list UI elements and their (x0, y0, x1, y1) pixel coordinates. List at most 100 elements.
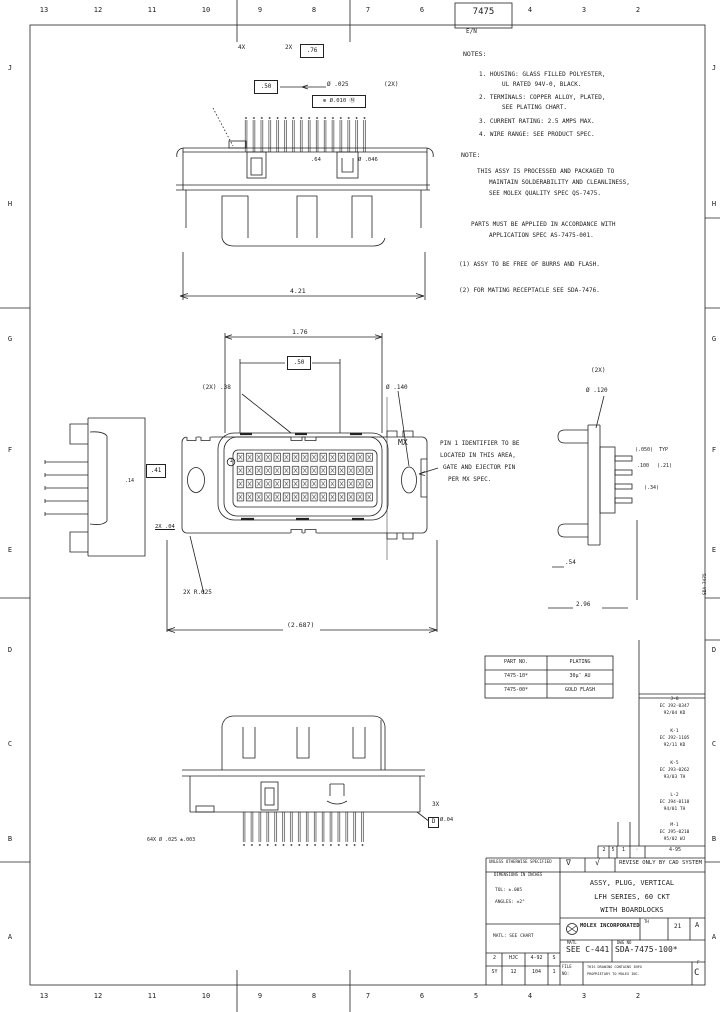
rev-footer-cell: 2 (602, 847, 606, 853)
fine-print-line: PROPRIETARY TO MOLEX INC. (587, 972, 640, 976)
datum-flag: D (428, 817, 439, 828)
zone-number: 6 (419, 6, 425, 14)
zone-number: 12 (93, 992, 103, 1000)
revision-entry: M-1 EC J95-0210 95/02 WJ (646, 822, 703, 844)
tables-linework (484, 640, 705, 985)
zone-letter: H (7, 200, 13, 208)
zone-number: 11 (147, 6, 157, 14)
notes-heading: NOTES: (463, 50, 487, 58)
datum-symbol: ∇ (566, 858, 571, 867)
tb-cell: 2 (492, 955, 496, 961)
note-line: (1) ASSY TO BE FREE OF BURRS AND FLASH. (459, 261, 600, 268)
zone-number: 3 (581, 6, 587, 14)
dim-label: 64X Ø .025 ±.003 (147, 837, 196, 843)
dim-box: .76 (300, 44, 324, 58)
dim-label: 3X (432, 801, 440, 808)
tb-label: MATL (567, 940, 577, 945)
callout-line: PER MX SPEC. (448, 476, 492, 483)
tb-field: DIMENSIONS IN INCHES (494, 872, 543, 877)
note-line: SEE MOLEX QUALITY SPEC QS-7475. (489, 190, 601, 197)
tb-cell: SY (491, 969, 498, 975)
tb-field: MATL: SEE CHART (493, 934, 534, 939)
table-cell: GOLD FLASH (564, 687, 596, 693)
dim-box: .50 (287, 356, 311, 370)
rev-date: 94/01 TH (663, 807, 686, 813)
rev-ec: EC J92-1105 (659, 736, 690, 742)
dim-label: Ø .046 (358, 157, 378, 163)
table-cell: 7475-00* (503, 687, 529, 693)
dim-label: .14 (125, 478, 135, 484)
rev-ec: EC J93-0262 (659, 768, 690, 774)
note-line: SEE PLATING CHART. (502, 104, 568, 111)
zone-number: 3 (581, 992, 587, 1000)
tb-label: NO: (562, 971, 570, 976)
tb-cell: F (697, 961, 700, 966)
zone-letter: B (711, 835, 717, 843)
drawing-title-line: WITH BOARDLOCKS (600, 906, 664, 914)
zone-number: 5 (473, 992, 479, 1000)
rev-id: K-5 (670, 761, 679, 766)
pin1-marker: 1 (229, 458, 233, 464)
front-view (166, 333, 628, 633)
right-profile-view (557, 395, 638, 600)
table-cell: 7475-10* (503, 673, 529, 679)
callout-line: GATE AND EJECTOR PIN (443, 464, 516, 471)
zone-number: 4 (527, 992, 533, 1000)
zone-number: 13 (39, 992, 49, 1000)
dim-label: 1.76 (291, 328, 309, 336)
zone-number: 8 (311, 6, 317, 14)
dim-label: 4X (238, 44, 246, 51)
cad-system-strip: REVISE ONLY BY CAD SYSTEM (619, 860, 702, 866)
note-line: UL RATED 94V-0, BLACK. (502, 81, 582, 88)
zone-number: 8 (311, 992, 317, 1000)
zone-number: 7 (365, 992, 371, 1000)
tb-cell: 104 (531, 969, 542, 975)
revision-entry: K-5 EC J93-0262 93/03 TH (646, 760, 703, 782)
zone-number: 9 (257, 6, 263, 14)
table-header-cell: PART NO. (503, 659, 529, 665)
dim-label: .54 (565, 559, 576, 566)
document-number: SDA-7475-100* (615, 945, 678, 954)
tb-field: TOL: ±.005 (495, 888, 523, 893)
finish-symbol: √ (595, 858, 600, 867)
zone-letter: G (7, 335, 13, 343)
dim-label: Ø.04 (440, 817, 454, 823)
notes-heading: NOTE: (461, 151, 481, 159)
tb-cell: 1 (552, 969, 556, 975)
note-line: 3. CURRENT RATING: 2.5 AMPS MAX. (479, 118, 595, 125)
mx-mark: MX (398, 438, 408, 447)
dim-label: Ø .025 (327, 81, 349, 88)
note-line: APPLICATION SPEC AS-7475-001. (489, 232, 594, 239)
rev-date: 92/11 KD (663, 743, 686, 749)
rev-id: K-1 (670, 729, 679, 734)
fine-print-line: THIS DRAWING CONTAINS INFO (587, 965, 642, 969)
table-header-cell: PLATING (569, 659, 591, 665)
dim-box: .41 (146, 464, 166, 478)
zone-number: 4 (527, 6, 533, 14)
zone-number: 13 (39, 6, 49, 14)
rev-ec: EC J92-0347 (659, 704, 690, 710)
zone-number: 2 (635, 6, 641, 14)
dim-label: Ø .140 (386, 384, 408, 391)
zone-letter: D (7, 646, 13, 654)
dim-label: TYP (659, 447, 669, 453)
callout-line: PIN 1 IDENTIFIER TO BE (440, 440, 520, 447)
tb-field: ANGLES: ±2° (495, 900, 525, 905)
rev-footer-cell: 1 (621, 847, 625, 853)
zone-letter: E (7, 546, 13, 554)
zone-number: 9 (257, 992, 263, 1000)
zone-letter: F (711, 446, 717, 454)
rev-id: M-1 (670, 823, 679, 828)
rev-id: L-2 (670, 793, 679, 798)
zone-letter: C (7, 740, 13, 748)
drawing-title-line: LFH SERIES, 60 CKT (594, 893, 670, 901)
dim-label: (2X) (591, 367, 606, 374)
tb-field: UNLESS OTHERWISE SPECIFIED (489, 859, 552, 864)
revision-entry: L-2 EC J94-0118 94/01 TH (646, 792, 703, 814)
tb-cell: S (552, 955, 556, 961)
left-profile-view (44, 417, 146, 557)
